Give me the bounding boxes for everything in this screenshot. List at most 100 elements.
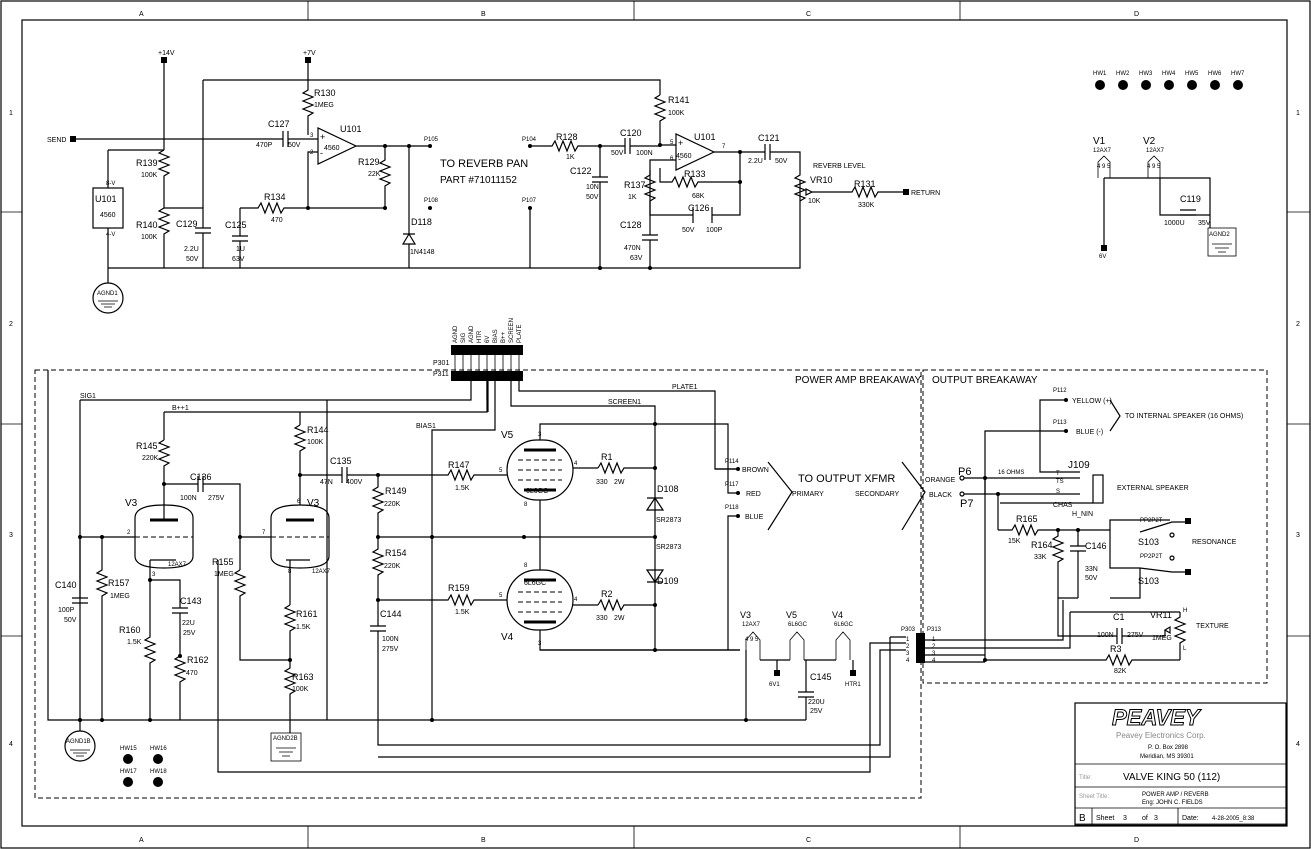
u101-opamp-1	[317, 127, 358, 165]
j109-s-label: S	[1056, 489, 1060, 495]
sheet-size: B	[1079, 813, 1086, 824]
svg-text:4 9 5: 4 9 5	[1097, 164, 1111, 170]
u101-power-part: 4560	[100, 212, 116, 219]
p14v-label: +14V	[158, 50, 175, 57]
v2-label: V2	[1143, 136, 1156, 147]
row-label-3-right: 3	[1296, 532, 1300, 539]
r145-label: R145	[136, 441, 158, 451]
c129-label: C129	[176, 219, 198, 229]
yellow-label: YELLOW (+)	[1072, 398, 1112, 405]
v5-label: V5	[501, 430, 514, 441]
address-line-2: Meridian, MS 39301	[1140, 754, 1194, 760]
svg-text:AGND: AGND	[469, 325, 475, 343]
c120-value: 100N	[636, 150, 653, 157]
title-block: PEAVEY Peavey Electronics Corp. P. O. Bo…	[1074, 702, 1287, 826]
c120-rating: 50V	[611, 150, 624, 157]
r139-value: 100K	[141, 172, 158, 179]
date-value: 4-28-2005_8:38	[1212, 816, 1255, 822]
r162-label: R162	[187, 655, 209, 665]
address-line-1: P. O. Box 2898	[1148, 745, 1189, 751]
power-amp-section: POWER AMP BREAKAWAY SIG1 B++1 BIAS1 SCRE…	[34, 369, 926, 799]
vr10-label: VR10	[810, 175, 833, 185]
r165-value: 15K	[1008, 538, 1021, 545]
hw18-label: HW18	[150, 769, 167, 775]
c144-rating: 275V	[382, 646, 399, 653]
svg-text:SIG: SIG	[461, 332, 467, 343]
inner-frame	[21, 19, 1288, 827]
p313-label: P313	[927, 627, 942, 633]
hw17-label: HW17	[120, 769, 137, 775]
r159-value: 1.5K	[455, 609, 470, 616]
agnd1-symbol	[92, 282, 124, 314]
svg-text:1: 1	[453, 349, 457, 355]
hw7-label: HW7	[1231, 71, 1245, 77]
svg-text:-: -	[678, 154, 681, 164]
v4-type: 6L6GC	[524, 580, 546, 587]
htr-v5-type: 6L6GC	[788, 622, 808, 628]
r141-value: 100K	[668, 110, 685, 117]
svg-text:BIAS: BIAS	[493, 329, 499, 343]
orange-label: ORANGE	[925, 477, 956, 484]
p104-label: P104	[522, 137, 537, 143]
of-number: 3	[1154, 815, 1158, 822]
border-labels: A B C D A B C D 1 2 3 4 1 2 3 4	[9, 11, 1300, 844]
send-label: SEND	[47, 137, 66, 144]
p7v-terminal	[305, 57, 311, 63]
hw5-label: HW5	[1185, 71, 1199, 77]
p118-label: P118	[725, 505, 739, 511]
u101-power-label: U101	[95, 194, 117, 204]
r159-label: R159	[448, 583, 470, 593]
col-label-b-bottom: B	[481, 837, 486, 844]
d108-label: D108	[657, 484, 679, 494]
blue-label: BLUE	[745, 514, 764, 521]
to-internal-label: TO INTERNAL SPEAKER (16 OHMS)	[1125, 413, 1243, 420]
c128-label: C128	[620, 220, 642, 230]
p105-label: P105	[424, 137, 439, 143]
svg-text:4 9 5: 4 9 5	[745, 637, 759, 643]
reverb-section: +14V +7V R130 1MEG SEND C127 470P 50V R1…	[47, 50, 940, 314]
sheet-number: 3	[1123, 815, 1127, 822]
d118-value: 1N4148	[410, 249, 435, 256]
blue-label: BLUE (-)	[1076, 429, 1103, 436]
u101-opamp2-label: U101	[694, 132, 716, 142]
chas-label: CHAS	[1053, 502, 1073, 509]
r3-value: 82K	[1114, 668, 1127, 675]
r154-label: R154	[385, 548, 407, 558]
htr-v3-type: 12AX7	[742, 622, 761, 628]
sheet-label: Sheet	[1096, 815, 1114, 822]
row-label-1-right: 1	[1296, 110, 1300, 117]
col-label-a-top: A	[139, 11, 144, 18]
htr-v4-type: 6L6GC	[834, 622, 854, 628]
v3b-label: V3	[307, 498, 320, 509]
hnin-label: H_NIN	[1072, 511, 1093, 518]
r162-value: 470	[186, 670, 198, 677]
svg-text:3: 3	[932, 651, 936, 657]
hw15-label: HW15	[120, 746, 137, 752]
r128-value: 1K	[566, 154, 575, 161]
j109-t-label: T	[1056, 471, 1060, 477]
r133-value: 68K	[692, 193, 705, 200]
power-amp-title: POWER AMP BREAKAWAY	[795, 375, 921, 386]
r129-label: R129	[358, 157, 380, 167]
plate1-label: PLATE1	[672, 384, 698, 391]
r1-label: R1	[601, 452, 613, 462]
svg-text:4 9 5: 4 9 5	[1147, 164, 1161, 170]
c121-value: 2.2U	[748, 158, 763, 165]
screen1-label: SCREEN1	[608, 399, 641, 406]
htr-v4-label: V4	[832, 610, 843, 620]
svg-text:3: 3	[310, 133, 314, 139]
p107-label: P107	[522, 198, 537, 204]
r149-label: R149	[385, 486, 407, 496]
r140-label: R140	[136, 220, 158, 230]
svg-text:2: 2	[461, 349, 465, 355]
c140-value: 100P	[58, 607, 75, 614]
svg-text:PP2P2T: PP2P2T	[1140, 554, 1163, 560]
svg-text:5: 5	[499, 593, 503, 599]
to-output-xfmr-label: TO OUTPUT XFMR	[798, 473, 895, 485]
svg-text:5: 5	[485, 349, 489, 355]
svg-text:2: 2	[127, 530, 131, 536]
r128-label: R128	[556, 132, 578, 142]
hw4-label: HW4	[1162, 71, 1176, 77]
